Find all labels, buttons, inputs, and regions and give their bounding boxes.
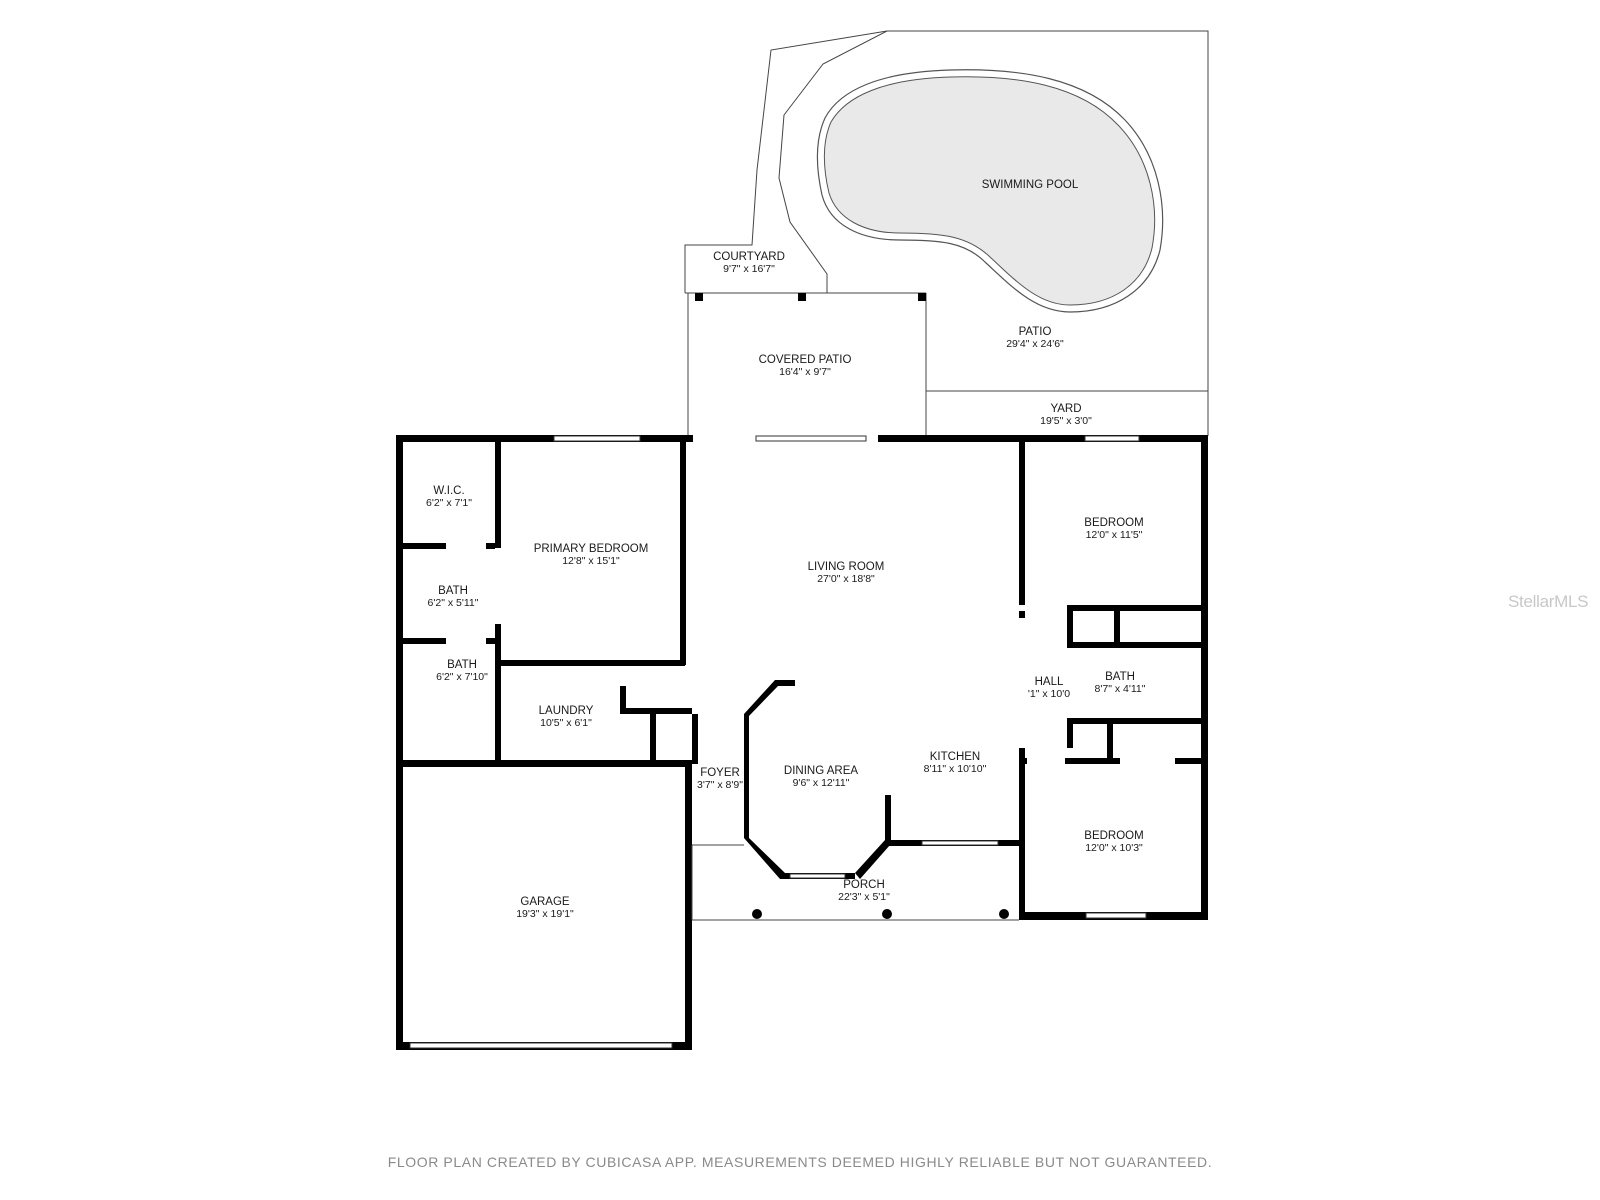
label-laundry: LAUNDRY [539, 705, 594, 717]
label-bedroom-2: BEDROOM [1084, 830, 1143, 842]
label-bath-3: BATH [1105, 671, 1135, 683]
dim-covered-patio: 16'4" x 9'7" [779, 366, 831, 378]
dim-bath-1: 6'2" x 5'11" [428, 597, 479, 609]
dim-patio: 29'4" x 24'6" [1006, 338, 1064, 350]
house-walls [396, 435, 1208, 1050]
label-bath-1: BATH [438, 585, 468, 597]
footer-disclaimer: FLOOR PLAN CREATED BY CUBICASA APP. MEAS… [387, 1154, 1213, 1170]
dim-wic: 6'2" x 7'1" [426, 497, 472, 509]
dim-courtyard: 9'7" x 16'7" [723, 263, 775, 275]
dim-garage: 19'3" x 19'1" [516, 908, 574, 920]
swimming-pool [816, 69, 1164, 313]
dim-kitchen: 8'11" x 10'10" [924, 763, 987, 775]
watermark-logo: StellarMLS [1508, 592, 1589, 611]
label-primary-bedroom: PRIMARY BEDROOM [534, 543, 649, 555]
label-foyer: FOYER [700, 767, 740, 779]
dim-yard: 19'5" x 3'0" [1040, 415, 1092, 427]
label-patio: PATIO [1019, 326, 1052, 338]
label-kitchen: KITCHEN [930, 751, 980, 763]
dim-porch: 22'3" x 5'1" [838, 891, 890, 903]
label-bath-2: BATH [447, 659, 477, 671]
label-swimming-pool: SWIMMING POOL [982, 179, 1079, 191]
room-labels: SWIMMING POOL COURTYARD 9'7" x 16'7" PAT… [426, 179, 1146, 920]
dim-living-room: 27'0" x 18'8" [817, 573, 875, 585]
dim-foyer: 3'7" x 8'9" [697, 779, 743, 791]
dim-bath-2: 6'2" x 7'10" [436, 671, 488, 683]
label-covered-patio: COVERED PATIO [759, 354, 852, 366]
dim-bedroom-1: 12'0" x 11'5" [1086, 529, 1143, 541]
dim-bath-3: 8'7" x 4'11" [1095, 683, 1146, 695]
label-garage: GARAGE [520, 896, 570, 908]
label-courtyard: COURTYARD [713, 251, 785, 263]
label-bedroom-1: BEDROOM [1084, 517, 1143, 529]
porch-area [691, 844, 1019, 921]
label-porch: PORCH [843, 879, 885, 891]
dim-laundry: 10'5" x 6'1" [540, 717, 592, 729]
label-wic: W.I.C. [433, 485, 464, 497]
label-yard: YARD [1050, 403, 1081, 415]
dim-hall: '1" x 10'0 [1028, 688, 1070, 700]
dim-dining-area: 9'6" x 12'11" [793, 777, 850, 789]
label-dining-area: DINING AREA [784, 765, 858, 777]
outdoor-area [684, 30, 1209, 436]
label-hall: HALL [1035, 676, 1064, 688]
dim-primary-bedroom: 12'8" x 15'1" [562, 555, 620, 567]
dim-bedroom-2: 12'0" x 10'3" [1085, 842, 1143, 854]
label-living-room: LIVING ROOM [808, 561, 885, 573]
